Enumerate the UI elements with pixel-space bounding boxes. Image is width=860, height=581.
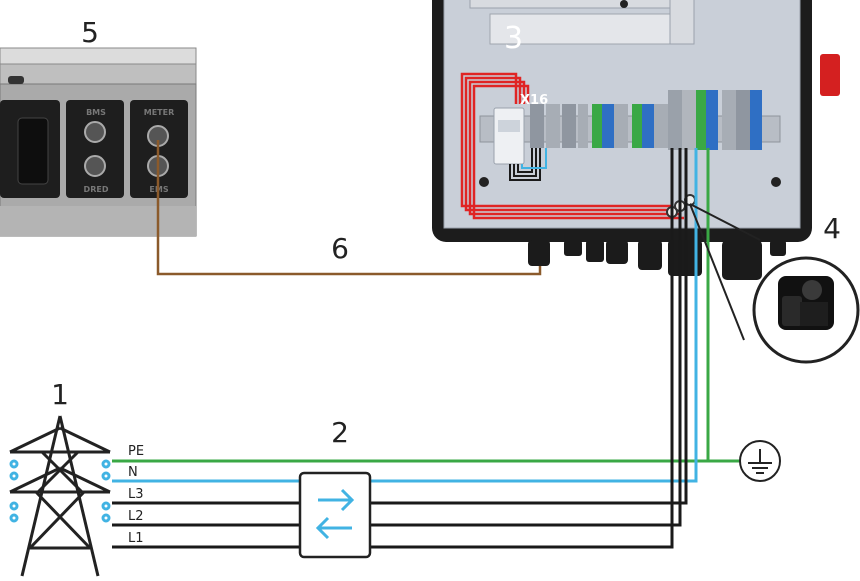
distribution-box [432,0,840,280]
terminal-x16-label: X16 [520,93,548,108]
callout-5: 5 [81,16,99,49]
bms-port-label: BMS [86,108,106,117]
current-clamp-icon [778,276,834,330]
inverter-rocker-switch [17,117,49,185]
pylon-insulators [9,459,111,523]
callout-4: 4 [823,212,841,245]
meter-signal-wires [509,148,547,181]
dred-port-label: DRED [84,185,109,194]
ground-icon [739,440,781,482]
power-pylon-icon [9,415,111,577]
callout-3: 3 [504,21,523,56]
wire-label-l3: L3 [128,487,144,502]
callout-1: 1 [51,378,69,411]
energy-meter-module [493,107,525,165]
wire-label-n: N [128,465,138,480]
dred-port [84,155,106,177]
wire-l1 [112,148,674,549]
meter-port-label: METER [144,108,175,117]
bidirectional-meter-icon [298,471,372,559]
callout-6: 6 [331,232,349,265]
bms-dred-panel [66,100,124,198]
callout-2: 2 [331,416,349,449]
side-breaker [820,54,840,96]
red-wire-bundle [460,72,684,220]
wire-label-l1: L1 [128,531,144,546]
wire-label-pe: PE [128,444,144,459]
bms-port [84,121,106,143]
current-clamp-detail [689,203,860,364]
cable-glands [528,240,786,280]
inverter-unit: BMS DRED METER EMS [0,47,197,237]
terminal-blocks [530,90,762,150]
wire-label-l2: L2 [128,509,144,524]
